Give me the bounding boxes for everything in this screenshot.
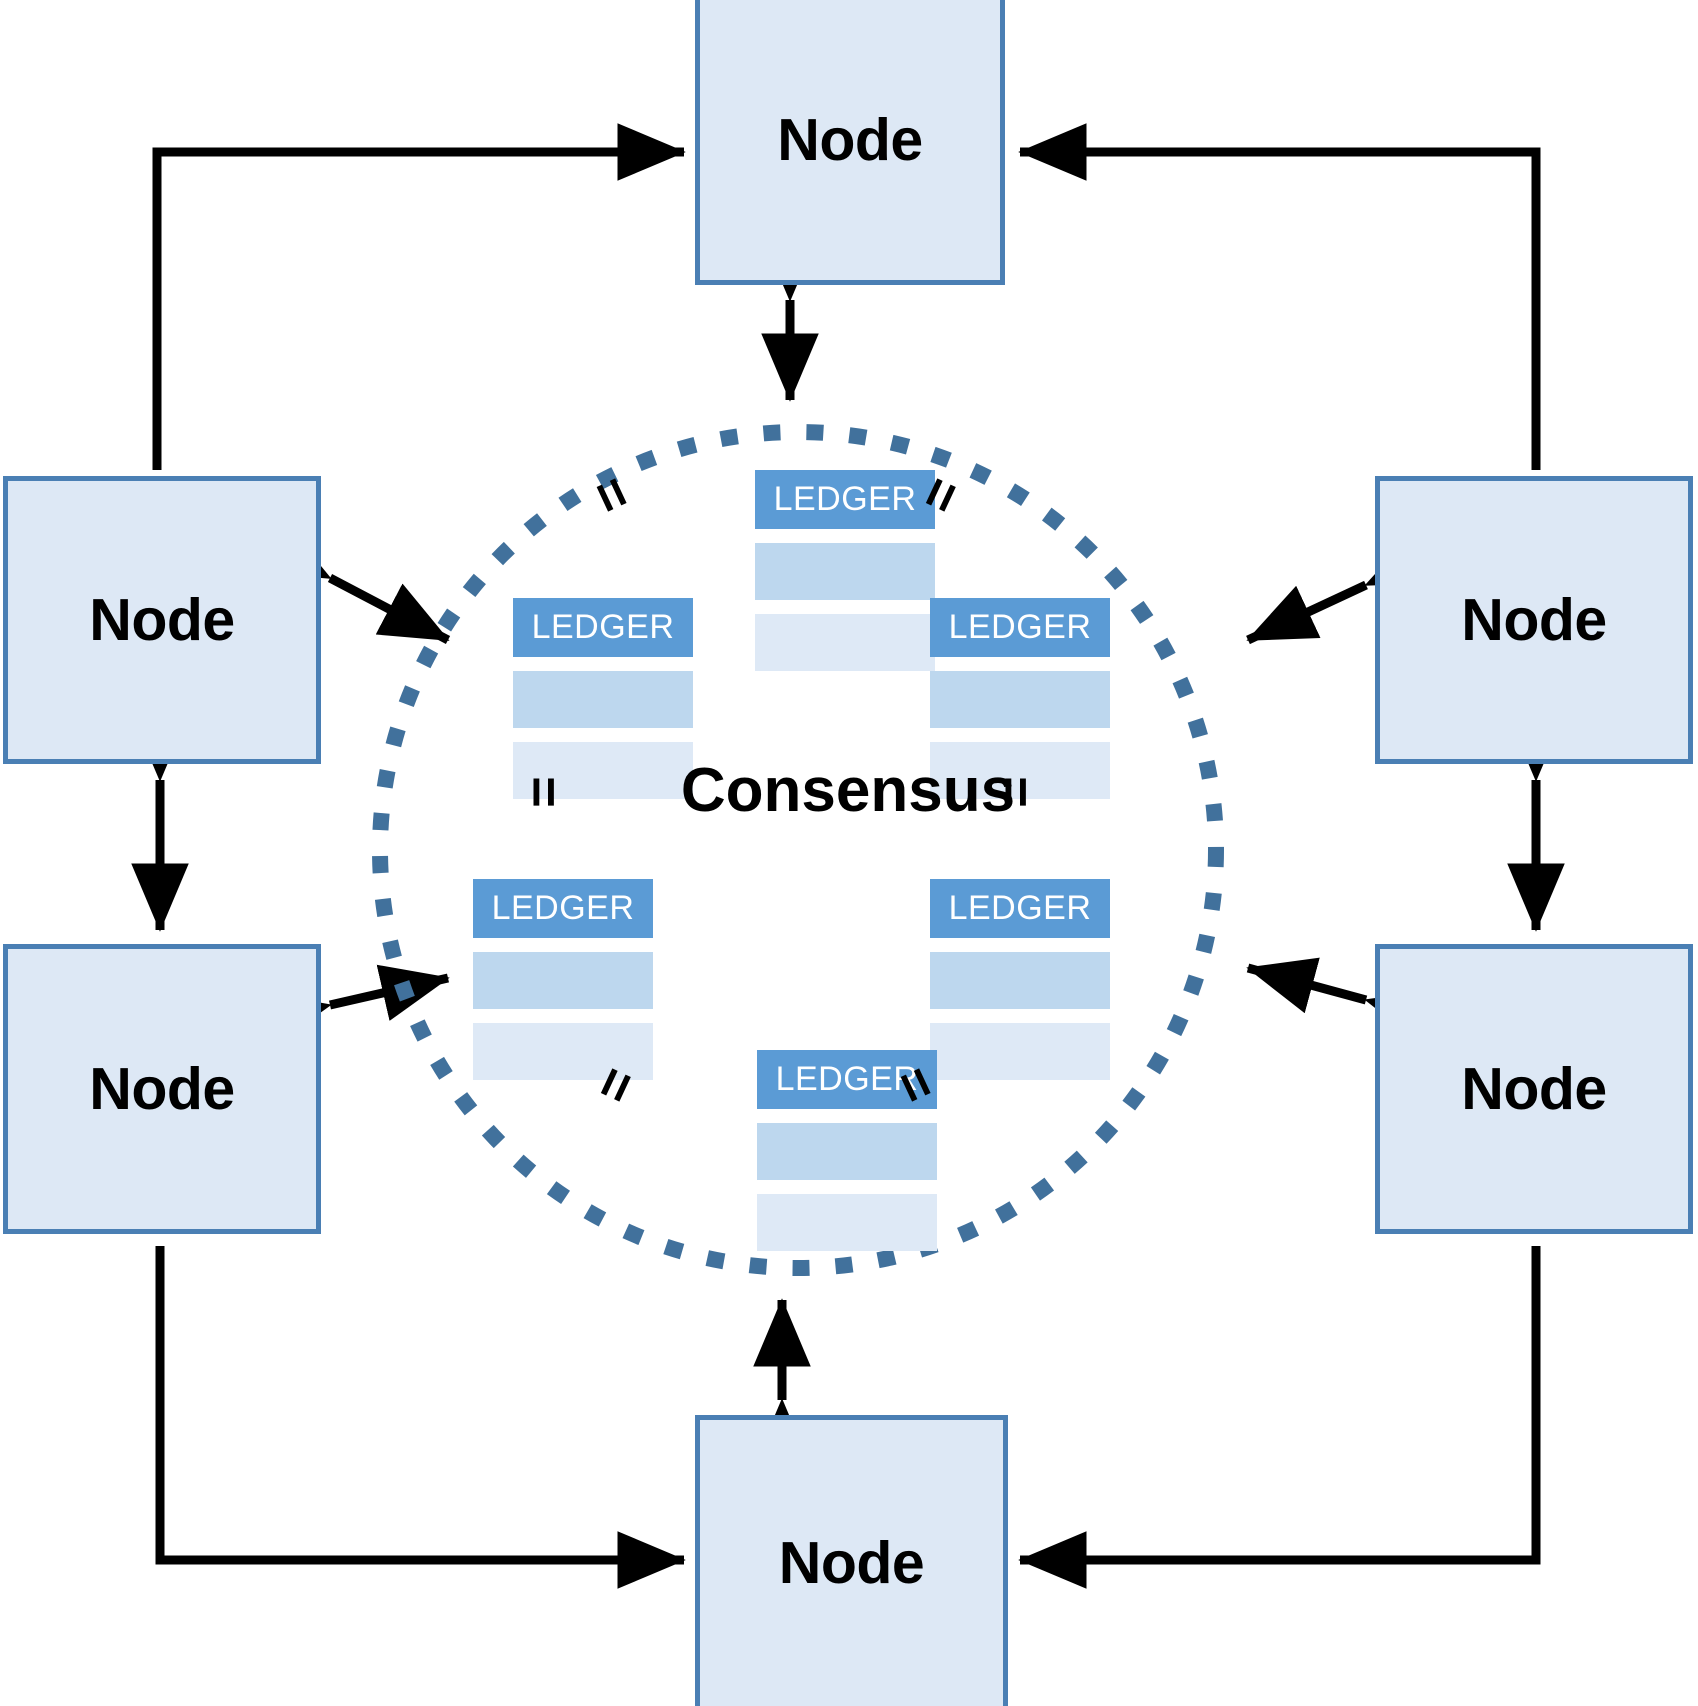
ledger-card-upper-right-row-2	[930, 742, 1110, 799]
ledger-card-upper-right-header: LEDGER	[930, 598, 1110, 657]
node-left-upper[interactable]: Node	[3, 476, 321, 764]
equals-mark-middle-left: =	[513, 776, 574, 808]
arrow-rightupper-to-center	[1246, 530, 1439, 645]
ledger-card-bottom-row-2	[757, 1194, 937, 1251]
arrow-leftupper-to-center	[257, 521, 451, 644]
ledger-card-lower-left-row-2	[473, 1023, 653, 1080]
ledger-card-upper-left[interactable]: LEDGER	[513, 598, 693, 799]
ledger-card-lower-right-row-1	[930, 952, 1110, 1009]
ledger-card-upper-left-row-1	[513, 671, 693, 728]
ledger-card-lower-right[interactable]: LEDGER	[930, 879, 1110, 1080]
node-right-upper[interactable]: Node	[1375, 476, 1693, 764]
node-left-lower[interactable]: Node	[3, 944, 321, 1234]
arrow-rightupper-to-top	[1018, 123, 1541, 470]
ledger-card-lower-left-row-1	[473, 952, 653, 1009]
arrow-leftlower-to-bottom	[155, 1246, 686, 1589]
node-bottom-label: Node	[778, 1529, 925, 1596]
node-left-upper-label: Node	[89, 586, 235, 653]
consensus-label: Consensus	[680, 756, 1016, 825]
ledger-card-bottom-header: LEDGER	[757, 1050, 937, 1109]
ledger-card-bottom[interactable]: LEDGER	[757, 1050, 937, 1251]
ledger-card-upper-left-header: LEDGER	[513, 598, 693, 657]
consensus-circle	[372, 424, 1224, 1276]
ledger-card-upper-right[interactable]: LEDGER	[930, 598, 1110, 799]
ledger-card-top-row-2	[755, 614, 935, 671]
node-bottom[interactable]: Node	[695, 1415, 1008, 1706]
ledger-card-top[interactable]: LEDGER	[755, 470, 935, 671]
ledger-card-lower-left[interactable]: LEDGER	[473, 879, 653, 1080]
node-right-upper-label: Node	[1461, 586, 1607, 653]
node-right-lower-label: Node	[1461, 1055, 1607, 1122]
ledger-card-lower-right-header: LEDGER	[930, 879, 1110, 938]
ledger-card-lower-right-row-2	[930, 1023, 1110, 1080]
arrow-rightlower-to-bottom	[1018, 1246, 1541, 1589]
node-right-lower[interactable]: Node	[1375, 944, 1693, 1234]
ledger-card-upper-left-row-2	[513, 742, 693, 799]
ledger-card-top-row-1	[755, 543, 935, 600]
ledger-card-upper-right-row-1	[930, 671, 1110, 728]
ledger-card-bottom-row-1	[757, 1123, 937, 1180]
arrow-leftlower-to-center	[258, 964, 450, 1048]
node-top[interactable]: Node	[695, 0, 1005, 285]
arrow-leftupper-to-top	[152, 123, 686, 470]
node-top-label: Node	[777, 106, 923, 173]
node-left-lower-label: Node	[89, 1055, 235, 1122]
ledger-card-lower-left-header: LEDGER	[473, 879, 653, 938]
arrow-rightlower-to-center	[1246, 957, 1438, 1046]
ledger-card-top-header: LEDGER	[755, 470, 935, 529]
